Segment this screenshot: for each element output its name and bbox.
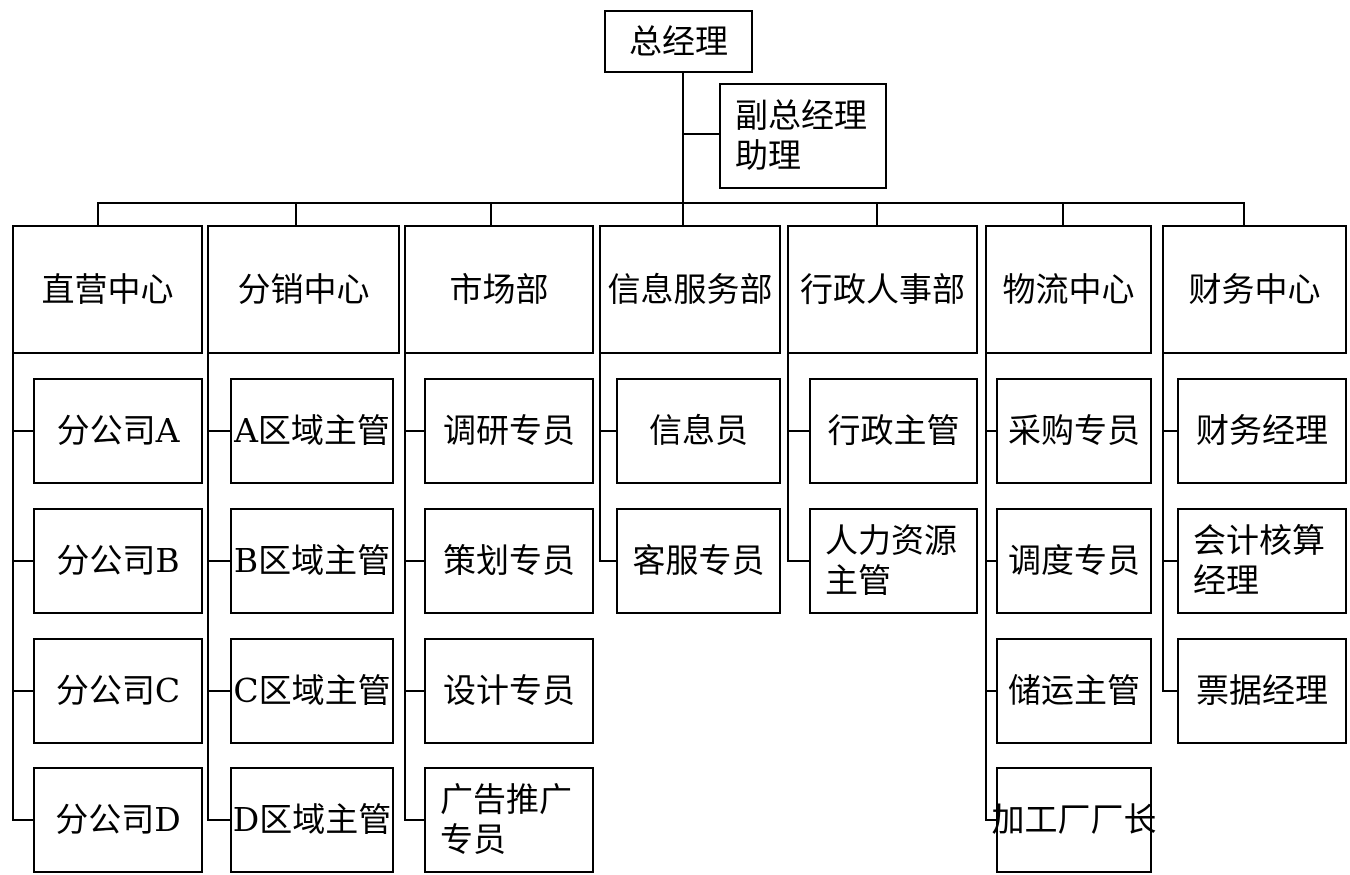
dept-drop-line-3	[682, 202, 684, 226]
assistant-connector-line	[682, 133, 720, 135]
position-box: 分公司B	[33, 508, 203, 614]
item-stub-line	[1162, 430, 1177, 432]
department-box: 市场部	[404, 225, 594, 354]
position-box: 财务经理	[1177, 378, 1347, 484]
position-box: 广告推广专员	[424, 767, 594, 873]
item-stub-line	[207, 819, 230, 821]
ceo-box: 总经理	[604, 10, 753, 73]
item-stub-line	[787, 430, 809, 432]
position-box: 信息员	[616, 378, 781, 484]
position-box: A区域主管	[230, 378, 394, 484]
position-box: 策划专员	[424, 508, 594, 614]
position-box: 调度专员	[996, 508, 1152, 614]
position-box: 分公司D	[33, 767, 203, 873]
dept-spine-line-1	[207, 352, 209, 821]
item-stub-line	[12, 819, 33, 821]
item-stub-line	[985, 819, 996, 821]
dept-spine-line-3	[599, 352, 601, 562]
item-stub-line	[12, 430, 33, 432]
item-stub-line	[207, 430, 230, 432]
dept-drop-line-6	[1243, 202, 1245, 226]
item-stub-line	[12, 690, 33, 692]
item-stub-line	[207, 560, 230, 562]
item-stub-line	[207, 690, 230, 692]
dept-spine-line-6	[1162, 352, 1164, 692]
department-bus-line	[97, 202, 1245, 204]
item-stub-line	[787, 560, 809, 562]
dept-drop-line-0	[97, 202, 99, 226]
department-box: 分销中心	[207, 225, 400, 354]
position-box: 分公司A	[33, 378, 203, 484]
position-box: 分公司C	[33, 638, 203, 744]
position-box: 储运主管	[996, 638, 1152, 744]
ceo-trunk-line	[682, 72, 684, 203]
position-box: 设计专员	[424, 638, 594, 744]
position-box: 行政主管	[809, 378, 978, 484]
dept-drop-line-4	[876, 202, 878, 226]
position-box: 客服专员	[616, 508, 781, 614]
dept-spine-line-2	[404, 352, 406, 821]
department-box: 财务中心	[1162, 225, 1347, 354]
item-stub-line	[12, 560, 33, 562]
item-stub-line	[599, 560, 616, 562]
item-stub-line	[599, 430, 616, 432]
item-stub-line	[404, 819, 424, 821]
assistant-box: 副总经理助理	[719, 83, 887, 189]
item-stub-line	[404, 560, 424, 562]
position-box: 会计核算经理	[1177, 508, 1347, 614]
position-box: 票据经理	[1177, 638, 1347, 744]
position-box: 加工厂厂长	[992, 767, 1157, 873]
item-stub-line	[1162, 690, 1177, 692]
department-box: 行政人事部	[787, 225, 978, 354]
position-box: 调研专员	[424, 378, 594, 484]
department-box: 信息服务部	[599, 225, 781, 354]
position-box: D区域主管	[230, 767, 394, 873]
item-stub-line	[404, 690, 424, 692]
position-box: 采购专员	[996, 378, 1152, 484]
dept-spine-line-0	[12, 352, 14, 821]
position-box: 人力资源主管	[809, 508, 978, 614]
dept-drop-line-1	[295, 202, 297, 226]
position-box: B区域主管	[230, 508, 394, 614]
dept-spine-line-5	[985, 352, 987, 821]
dept-spine-line-4	[787, 352, 789, 562]
position-box: C区域主管	[230, 638, 394, 744]
department-box: 物流中心	[985, 225, 1152, 354]
department-box: 直营中心	[12, 225, 203, 354]
item-stub-line	[985, 560, 996, 562]
dept-drop-line-5	[1062, 202, 1064, 226]
item-stub-line	[985, 430, 996, 432]
item-stub-line	[985, 690, 996, 692]
item-stub-line	[1162, 560, 1177, 562]
item-stub-line	[404, 430, 424, 432]
dept-drop-line-2	[490, 202, 492, 226]
